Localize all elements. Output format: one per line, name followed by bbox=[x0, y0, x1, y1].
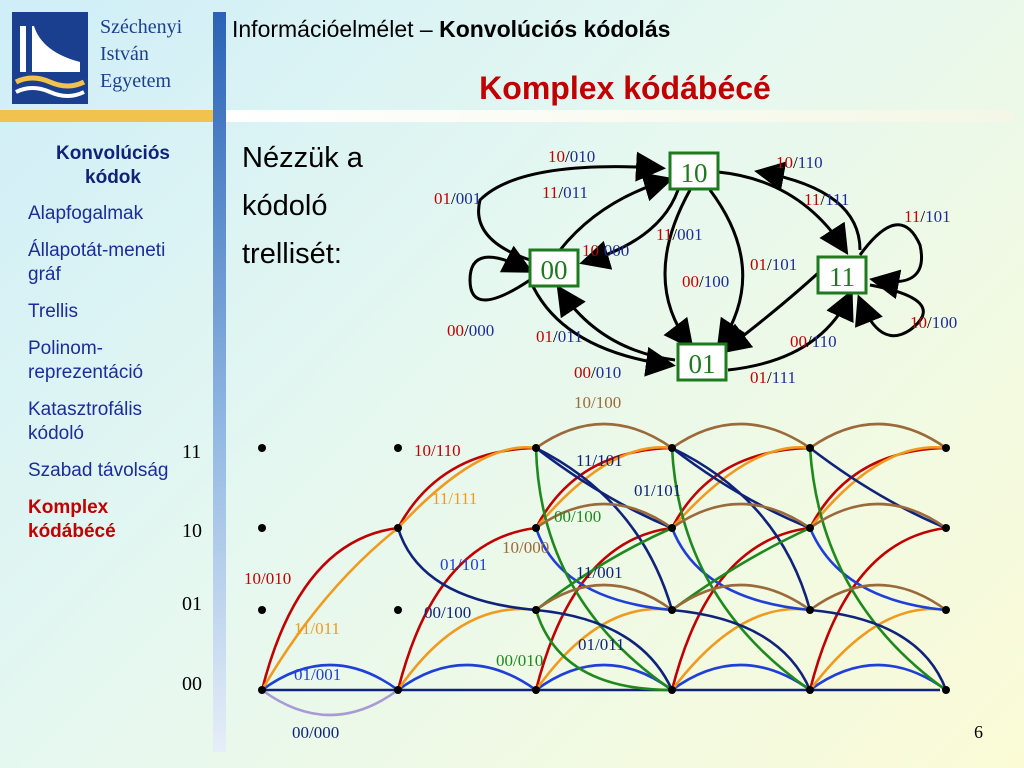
sidebar-item-polinom[interactable]: Polinom-reprezentáció bbox=[28, 338, 144, 383]
university-logo bbox=[12, 12, 88, 104]
sidebar-heading: Konvolúciós kódok bbox=[55, 143, 170, 188]
state-00: 00 bbox=[541, 255, 568, 285]
trellis-label: 10/100 bbox=[574, 393, 621, 412]
state-diagram: 10 00 11 01 10/010 01/001 11/011 10/000 … bbox=[434, 147, 957, 387]
sd-label: 00/000 bbox=[447, 321, 494, 340]
state-10: 10 bbox=[681, 158, 708, 188]
sidebar-item-komplex[interactable]: Komplex kódábécé bbox=[28, 497, 116, 542]
trellis-label: 11/101 bbox=[576, 451, 623, 470]
sd-label: 11/111 bbox=[804, 190, 849, 209]
sd-label: 11/101 bbox=[904, 207, 951, 226]
sd-label: 00/110 bbox=[790, 332, 837, 351]
sidebar-nav: Konvolúciós kódok Alapfogalmak Állapotát… bbox=[28, 142, 198, 557]
gold-bar bbox=[0, 110, 214, 122]
trellis-label: 01/101 bbox=[440, 555, 487, 574]
sidebar-item-katasztrofalis[interactable]: Katasztrofális kódoló bbox=[28, 399, 143, 444]
header-bar bbox=[214, 110, 1014, 122]
sd-label: 00/010 bbox=[574, 363, 621, 382]
sd-label: 01/111 bbox=[750, 368, 796, 387]
trellis-label: 10/010 bbox=[244, 569, 291, 588]
row-label-11: 11 bbox=[182, 441, 201, 463]
trellis-label: 11/111 bbox=[432, 489, 477, 508]
trellis-label: 00/100 bbox=[554, 507, 601, 526]
sd-label: 00/100 bbox=[682, 272, 729, 291]
state-01: 01 bbox=[689, 349, 716, 379]
sd-label: 11/001 bbox=[656, 225, 703, 244]
body-text: Nézzük a kódoló trellisét: bbox=[242, 142, 363, 270]
trellis-label: 00/100 bbox=[424, 603, 471, 622]
sidebar-item-szabad[interactable]: Szabad távolság bbox=[28, 460, 169, 481]
slide-title: Komplex kódábécé bbox=[479, 70, 771, 106]
row-label-00: 00 bbox=[182, 673, 202, 695]
sd-label: 10/010 bbox=[548, 147, 595, 166]
sidebar-item-alapfogalmak[interactable]: Alapfogalmak bbox=[28, 203, 144, 224]
sidebar-item-allapotatmeneti[interactable]: Állapotát-meneti gráf bbox=[28, 240, 166, 285]
row-label-10: 10 bbox=[182, 520, 202, 542]
trellis-label: 00/010 bbox=[496, 651, 543, 670]
sd-label: 10/100 bbox=[910, 313, 957, 332]
trellis-label: 11/011 bbox=[294, 619, 340, 638]
trellis-label: 10/110 bbox=[414, 441, 461, 460]
trellis-label: 11/001 bbox=[576, 563, 623, 582]
page-number: 6 bbox=[974, 722, 983, 742]
sd-label: 01/001 bbox=[434, 189, 481, 208]
trellis-label: 01/101 bbox=[634, 481, 681, 500]
trellis-label: 00/000 bbox=[292, 723, 339, 742]
sd-label: 01/101 bbox=[750, 255, 797, 274]
trellis-label: 01/011 bbox=[578, 635, 625, 654]
slide-header: Információelmélet – Konvolúciós kódolás bbox=[232, 16, 671, 42]
sidebar-item-trellis[interactable]: Trellis bbox=[28, 301, 78, 322]
sd-label: 11/011 bbox=[542, 183, 588, 202]
row-label-01: 01 bbox=[182, 593, 202, 615]
sd-label: 10/110 bbox=[776, 153, 823, 172]
vertical-stripe bbox=[213, 12, 226, 752]
trellis-label: 01/001 bbox=[294, 665, 341, 684]
state-11: 11 bbox=[829, 262, 855, 292]
trellis-label: 10/000 bbox=[502, 538, 549, 557]
university-name: Széchenyi István Egyetem bbox=[100, 16, 183, 92]
sd-label: 10/000 bbox=[582, 241, 629, 260]
sd-label: 01/011 bbox=[536, 327, 583, 346]
